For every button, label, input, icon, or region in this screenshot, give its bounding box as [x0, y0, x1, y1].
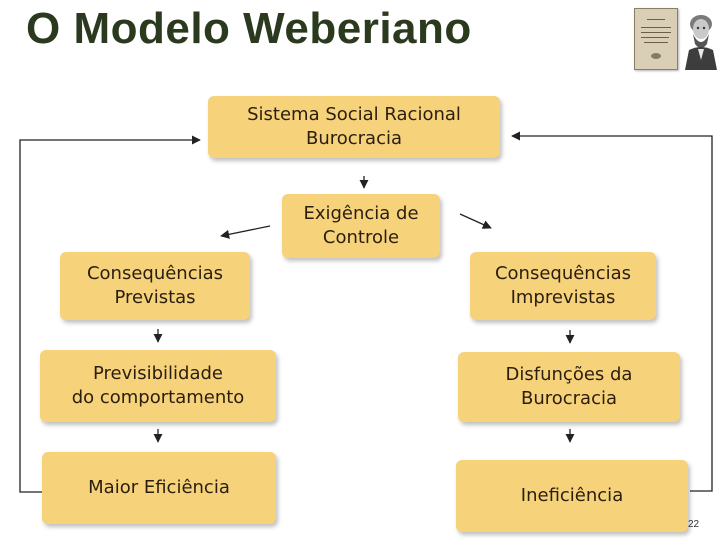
feedback-loop-right: [511, 131, 713, 492]
node-disfuncoes-da-burocracia: Disfunções da Burocracia: [458, 352, 680, 422]
book-cover-image: [634, 8, 678, 70]
portrait-image: [680, 4, 722, 70]
node-line: do comportamento: [71, 387, 245, 408]
node-line: Controle: [322, 227, 400, 248]
node-line: Previstas: [114, 287, 196, 308]
arrow-exigencia-to-imprevistas: [459, 213, 492, 229]
node-line: Ineficiência: [520, 485, 624, 506]
node-line: Maior Eficiência: [88, 477, 230, 498]
node-line: Disfunções da: [505, 364, 633, 385]
node-consequencias-imprevistas: Consequências Imprevistas: [470, 252, 656, 320]
node-maior-eficiencia: Maior Eficiência: [42, 452, 276, 524]
node-line: Exigência de: [303, 203, 419, 224]
node-previsibilidade: Previsibilidade do comportamento: [40, 350, 276, 422]
node-line: Imprevistas: [510, 287, 616, 308]
node-line: Consequências: [86, 263, 224, 284]
node-line: Previsibilidade: [92, 363, 224, 384]
node-exigencia-de-controle: Exigência de Controle: [282, 194, 440, 258]
node-consequencias-previstas: Consequências Previstas: [60, 252, 250, 320]
node-ineficiencia: Ineficiência: [456, 460, 688, 532]
arrow-exigencia-to-previstas: [220, 225, 271, 239]
page-number: 22: [688, 519, 700, 530]
node-line: Burocracia: [520, 388, 618, 409]
feedback-loop-left: [19, 135, 201, 493]
node-sistema-social-racional: Sistema Social Racional Burocracia: [208, 96, 500, 158]
node-line: Sistema Social Racional: [247, 104, 461, 125]
page-title: O Modelo Weberiano: [26, 4, 472, 53]
node-line: Burocracia: [305, 128, 403, 149]
node-line: Consequências: [494, 263, 632, 284]
